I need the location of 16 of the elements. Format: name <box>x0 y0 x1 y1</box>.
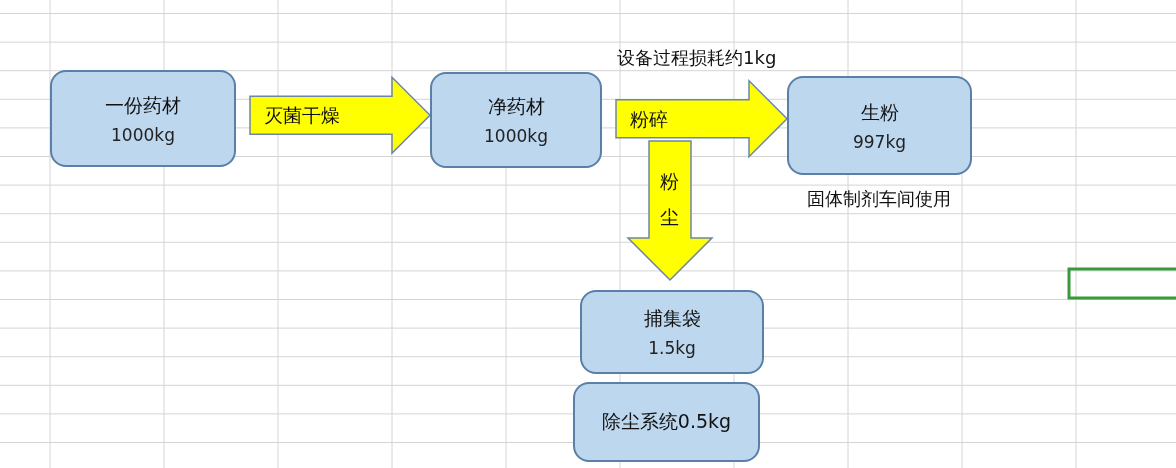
process-box <box>430 72 602 168</box>
box-quantity: 997kg <box>852 131 907 152</box>
process-box <box>573 382 760 462</box>
process-box <box>787 76 972 175</box>
box-title: 一份药材 <box>105 92 181 118</box>
box-quantity: 1000kg <box>484 126 548 146</box>
box-quantity: 1000kg <box>111 124 175 145</box>
box-quantity: 1.5kg <box>648 338 696 358</box>
box-title: 捕集袋 <box>643 306 701 331</box>
box-title: 除尘系统0.5kg <box>601 409 732 434</box>
box-title: 生粉 <box>860 99 899 125</box>
note-text: 设备过程损耗约1kg <box>617 46 777 70</box>
process-box <box>580 290 764 374</box>
note-text: 固体制剂车间使用 <box>807 187 951 211</box>
process-box <box>50 70 236 167</box>
box-title: 净药材 <box>487 94 545 119</box>
